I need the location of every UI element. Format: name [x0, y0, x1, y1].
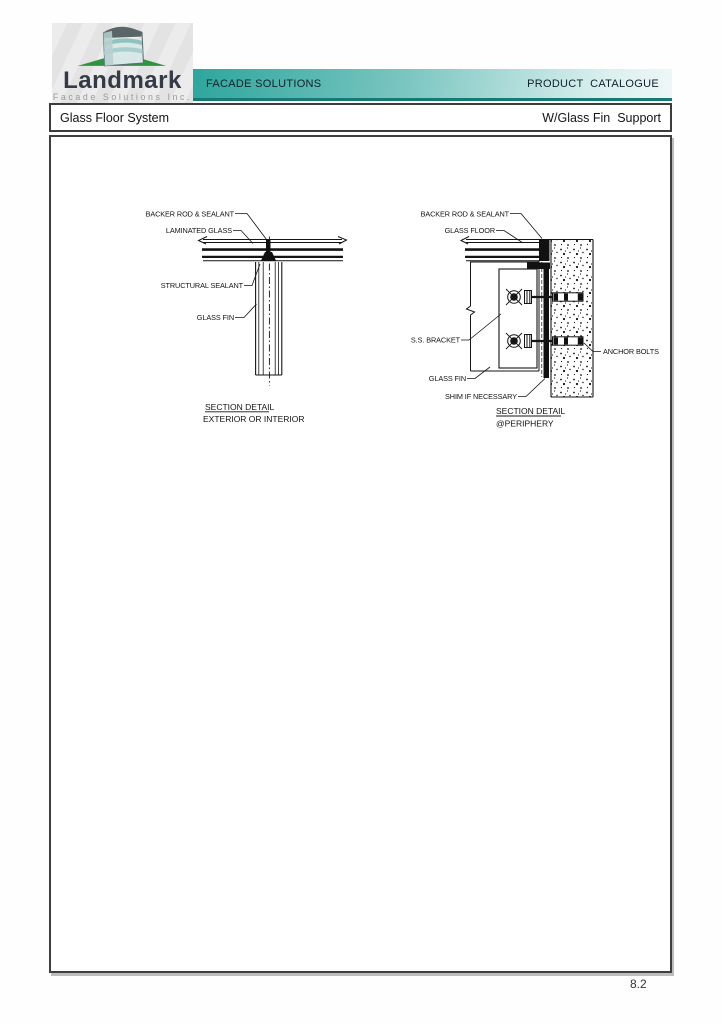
logo-subtitle: Facade Solutions Inc. — [52, 92, 193, 102]
banner-right-title: PRODUCT CATALOGUE — [527, 77, 659, 90]
building-logo-icon — [77, 26, 167, 67]
label-anchor-bolts: ANCHOR BOLTS — [603, 347, 659, 356]
shim-strip — [543, 266, 549, 378]
leader-glass-floor — [496, 230, 524, 244]
leader-glass-fin — [235, 303, 257, 318]
leader-ss-bracket — [461, 313, 502, 341]
structural-sealant-wedge — [261, 252, 276, 261]
bolt-head-top — [505, 288, 523, 306]
leader-backer-rod — [510, 213, 543, 239]
page-number: 8.2 — [630, 977, 647, 991]
label-glass-fin: GLASS FIN — [429, 374, 466, 383]
system-title: Glass Floor System — [60, 110, 170, 125]
section-detail-periphery-drawing: BACKER ROD & SEALANT GLASS FLOOR S.S. BR… — [411, 210, 659, 429]
break-mark-left — [459, 236, 470, 245]
break-mark-right — [337, 236, 348, 245]
backer-rod-sealant-strip — [539, 239, 550, 261]
caption-subtitle: @PERIPHERY — [496, 419, 554, 429]
label-glass-floor: GLASS FLOOR — [445, 226, 495, 235]
label-ss-bracket: S.S. BRACKET — [411, 336, 461, 345]
leader-laminated-glass — [233, 230, 254, 244]
caption-title: SECTION DETAIL — [205, 402, 275, 412]
logo-facade-band-2 — [104, 47, 143, 56]
page-subheader: Glass Floor System W/Glass Fin Support — [49, 103, 672, 132]
section-detail-exterior-drawing: BACKER ROD & SEALANT LAMINATED GLASS STR… — [146, 210, 348, 424]
header-banner: FACADE SOLUTIONS PRODUCT CATALOGUE — [193, 69, 672, 101]
leader-glass-fin — [467, 366, 491, 379]
logo-name: Landmark — [63, 67, 182, 94]
backer-rod-joint — [266, 239, 271, 252]
logo-side-face — [103, 30, 114, 66]
leader-shim — [518, 378, 546, 397]
label-backer-rod: BACKER ROD & SEALANT — [421, 210, 510, 219]
glass-fin-section — [465, 261, 543, 377]
leader-lines — [233, 213, 267, 318]
banner-left-title: FACADE SOLUTIONS — [206, 77, 322, 90]
caption-subtitle: EXTERIOR OR INTERIOR — [203, 414, 305, 424]
bolt-head-bottom — [505, 332, 523, 350]
break-mark-left — [197, 236, 208, 245]
caption-title: SECTION DETAIL — [496, 406, 566, 416]
landmark-logo: Landmark Facade Solutions Inc. — [52, 23, 193, 105]
label-shim: SHIM IF NECESSARY — [445, 392, 517, 401]
ss-bracket-plate — [498, 268, 538, 369]
anchor-bolt-bottom — [524, 334, 584, 348]
leader-structural-sealant — [244, 263, 261, 286]
label-structural-sealant: STRUCTURAL SEALANT — [161, 281, 244, 290]
label-glass-fin: GLASS FIN — [197, 313, 234, 322]
leader-anchor-bolts — [583, 342, 601, 352]
logo-facade-band-1 — [104, 38, 142, 47]
leader-lines — [461, 213, 601, 397]
anchor-bolt-top — [524, 290, 584, 304]
variant-title: W/Glass Fin Support — [542, 110, 661, 125]
glass-fin-section — [255, 236, 283, 386]
label-backer-rod: BACKER ROD & SEALANT — [146, 210, 235, 219]
logo-roof-band — [103, 27, 142, 38]
label-laminated-glass: LAMINATED GLASS — [166, 226, 232, 235]
concrete-wall — [550, 239, 594, 398]
glass-floor-section — [459, 236, 593, 262]
leader-backer-rod — [235, 213, 267, 240]
